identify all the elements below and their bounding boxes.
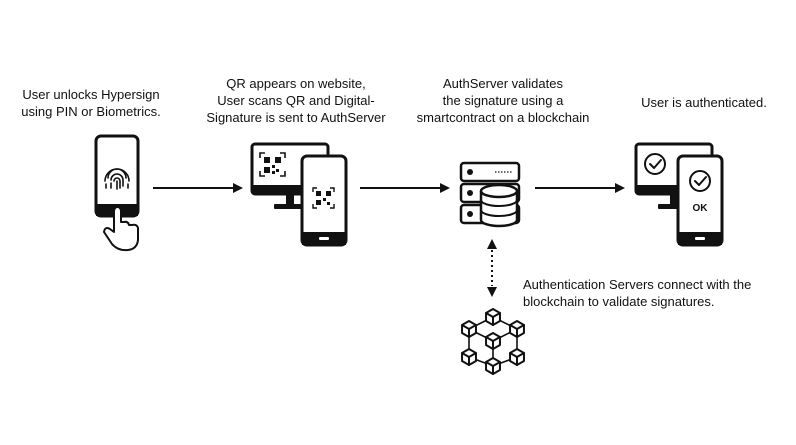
blockchain-note-line: Authentication Servers connect with the: [523, 277, 752, 292]
blockchain-note-line: blockchain to validate signatures.: [523, 294, 715, 309]
step-3-caption: AuthServer validates the signature using…: [403, 75, 603, 126]
step-2-line: QR appears on website,: [226, 76, 366, 91]
step-3-line: the signature using a: [442, 93, 564, 108]
blockchain-network-icon: [461, 308, 525, 375]
step-2-line: Signature is sent to AuthServer: [206, 110, 386, 125]
step-2-caption: QR appears on website, User scans QR and…: [196, 75, 396, 126]
step-3-line: smartcontract on a blockchain: [416, 110, 590, 125]
step-1-line: User unlocks Hypersign: [22, 87, 160, 102]
phone-check-ok-icon: OK: [676, 154, 724, 247]
step-4-line: User is authenticated.: [641, 95, 767, 110]
hand-pointer-icon: [103, 206, 139, 252]
step-3-line: AuthServer validates: [443, 76, 563, 91]
step-2-line: User scans QR and Digital-: [217, 93, 375, 108]
server-blockchain-link-arrow: [487, 239, 497, 297]
server-database-icon: [459, 161, 521, 228]
step-1-line: using PIN or Biometrics.: [21, 104, 161, 119]
phone-qr-icon: [300, 154, 348, 247]
fingerprint-phone-icon: [94, 134, 140, 218]
blockchain-note: Authentication Servers connect with the …: [523, 276, 793, 310]
ok-label: OK: [693, 203, 709, 214]
step-4-caption: User is authenticated.: [622, 94, 786, 111]
step-1-caption: User unlocks Hypersign using PIN or Biom…: [10, 86, 172, 120]
